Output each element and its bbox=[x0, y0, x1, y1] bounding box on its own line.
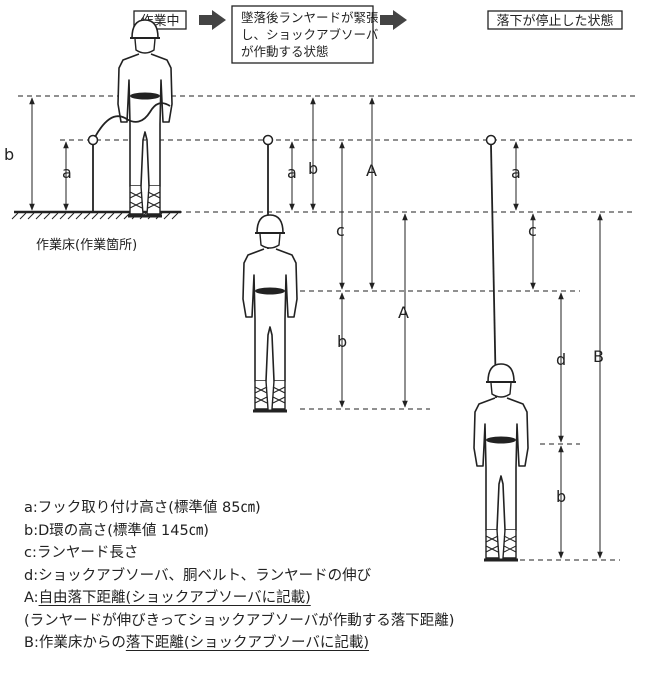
legend-A-main: 自由落下距離(ショックアブソーバに記載) bbox=[38, 590, 311, 606]
arrow-icon bbox=[199, 10, 226, 30]
dim-b-label: b bbox=[337, 332, 347, 351]
legend-A-note: (ランヤードが伸びきってショックアブソーバが作動する落下距離) bbox=[24, 612, 455, 629]
legend-A-prefix: A: bbox=[24, 590, 39, 606]
stage-after-fall-box bbox=[231, 5, 374, 64]
legend-A: A:自由落下距離(ショックアブソーバに記載) bbox=[24, 587, 454, 610]
lanyard-slack bbox=[94, 102, 171, 138]
hook-icon bbox=[262, 134, 274, 146]
stage-stopped-label: 落下が停止した状態 bbox=[496, 13, 613, 29]
legend-B-prefix: B:作業床からの bbox=[24, 635, 126, 651]
legend-b: b:D環の高さ(標準値 145㎝) bbox=[24, 522, 209, 539]
dim-A-label: A bbox=[398, 303, 409, 322]
dim-b-label: b bbox=[556, 487, 566, 506]
legend-d: d:ショックアブソーバ、胴ベルト、ランヤードの伸び bbox=[24, 567, 372, 584]
dim-b-label: b bbox=[308, 159, 318, 178]
arrow-icon bbox=[380, 10, 407, 30]
hook-icon bbox=[485, 134, 497, 146]
dim-c-label: c bbox=[528, 221, 537, 240]
legend: a:フック取り付け高さ(標準値 85㎝) b:D環の高さ(標準値 145㎝) c… bbox=[24, 497, 454, 655]
legend-c: c:ランヤード長さ bbox=[24, 545, 139, 561]
legend-a: a:フック取り付け高さ(標準値 85㎝) bbox=[24, 500, 261, 516]
dim-B-label: B bbox=[593, 347, 604, 366]
stage-after-fall-line1: 墜落後ランヤードが緊張 bbox=[241, 10, 379, 25]
legend-B-main: 落下距離(ショックアブソーバに記載) bbox=[125, 635, 370, 651]
dim-b-label: b bbox=[4, 145, 14, 164]
dim-c-label: c bbox=[336, 221, 345, 240]
dim-a-label: a bbox=[287, 163, 297, 182]
worker-falling bbox=[241, 213, 299, 413]
worker-stopped bbox=[472, 362, 530, 562]
stage-after-fall-line3: が作動する状態 bbox=[241, 44, 329, 59]
legend-B: B:作業床からの落下距離(ショックアブソーバに記載) bbox=[24, 632, 454, 655]
dim-a-label: a bbox=[511, 163, 521, 182]
reference-lines bbox=[18, 95, 636, 561]
hook-icon bbox=[87, 134, 99, 146]
dim-a-label: a bbox=[62, 163, 72, 182]
stage-stopped-box bbox=[487, 10, 623, 30]
lanyard-extended bbox=[490, 144, 497, 399]
dim-A-label: A bbox=[366, 161, 377, 180]
stage-after-fall-line2: し、ショックアブソーバ bbox=[241, 27, 378, 42]
floor-label: 作業床(作業箇所) bbox=[36, 237, 137, 253]
dim-d-label: d bbox=[556, 350, 566, 369]
